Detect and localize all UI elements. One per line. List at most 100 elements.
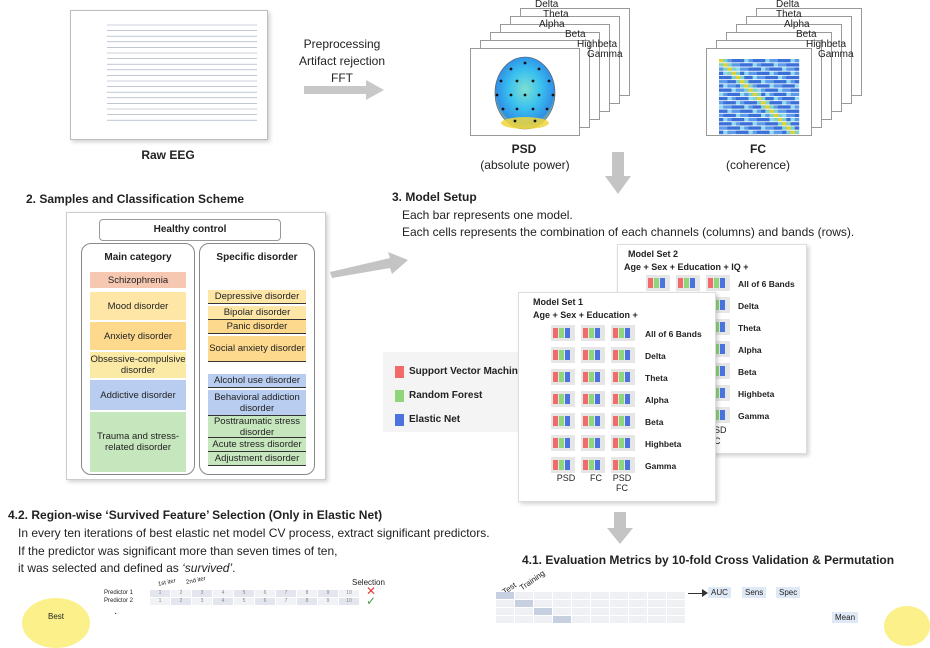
model-bar xyxy=(565,328,570,338)
model-set-1-subtitle: Age + Sex + Education + xyxy=(533,310,638,320)
matrix-cell xyxy=(732,76,736,79)
cv-fold-cell xyxy=(515,600,533,607)
main-category-item: Obsessive-compulsive disorder xyxy=(90,352,186,378)
matrix-cell xyxy=(795,114,799,117)
model-bar xyxy=(559,372,564,382)
matrix-cell xyxy=(774,118,778,121)
matrix-cell xyxy=(778,67,782,70)
matrix-cell xyxy=(791,76,795,79)
matrix-cell xyxy=(761,122,765,125)
matrix-cell xyxy=(770,118,774,121)
model-bar xyxy=(613,394,618,404)
matrix-cell xyxy=(727,59,731,62)
section41-title: 4.1. Evaluation Metrics by 10-fold Cross… xyxy=(522,553,894,567)
predictor-iter-cell: 2 xyxy=(171,590,191,597)
main-category-item: Addictive disorder xyxy=(90,380,186,410)
matrix-cell xyxy=(757,110,761,113)
model-bar xyxy=(720,278,725,288)
down-arrow-to-evaluation xyxy=(606,510,634,546)
matrix-cell xyxy=(748,76,752,79)
cv-fold-cell xyxy=(667,592,685,599)
matrix-cell xyxy=(770,63,774,66)
model-bar xyxy=(553,438,558,448)
matrix-cell xyxy=(774,97,778,100)
matrix-cell xyxy=(774,80,778,83)
matrix-cell xyxy=(770,101,774,104)
matrix-cell xyxy=(786,122,790,125)
matrix-cell xyxy=(795,93,799,96)
cv-fold-cell xyxy=(534,608,552,615)
model-bar xyxy=(583,460,588,470)
model-row-label: All of 6 Bands xyxy=(738,279,795,289)
electrode-dot xyxy=(502,108,505,111)
model-bar xyxy=(625,350,630,360)
model-bar xyxy=(595,372,600,382)
classification-panel: Healthy control Main category Schizophre… xyxy=(66,212,326,480)
permutation-circle xyxy=(884,606,930,646)
cv-fold-cell xyxy=(610,608,628,615)
matrix-cell xyxy=(744,126,748,129)
cv-fold-cell xyxy=(553,600,571,607)
model-set-2-title: Model Set 2 xyxy=(628,249,678,259)
matrix-cell xyxy=(719,59,723,62)
matrix-cell xyxy=(727,101,731,104)
section42-line-3-prefix: it was selected and defined as xyxy=(18,561,182,575)
matrix-cell xyxy=(744,63,748,66)
matrix-cell xyxy=(782,101,786,104)
matrix-cell xyxy=(795,88,799,91)
metric-badge: AUC xyxy=(708,587,731,598)
matrix-cell xyxy=(761,72,765,75)
matrix-cell xyxy=(774,126,778,129)
legend-swatch xyxy=(395,414,404,426)
model-row-label: Highbeta xyxy=(645,439,681,449)
matrix-cell xyxy=(723,105,727,108)
predictor-1-label: Predictor 1 xyxy=(104,590,133,596)
matrix-cell xyxy=(791,101,795,104)
matrix-cell xyxy=(732,110,736,113)
matrix-cell xyxy=(795,131,799,134)
specific-disorder-item: Posttraumatic stress disorder xyxy=(208,416,306,438)
matrix-cell xyxy=(740,84,744,87)
cv-fold-cell xyxy=(496,592,514,599)
matrix-cell xyxy=(740,126,744,129)
matrix-cell xyxy=(774,122,778,125)
matrix-cell xyxy=(765,67,769,70)
matrix-cell xyxy=(727,131,731,134)
model-set-1-title: Model Set 1 xyxy=(533,297,583,307)
electrode-dot xyxy=(516,80,519,83)
matrix-cell xyxy=(761,88,765,91)
specific-disorder-header: Specific disorder xyxy=(200,252,314,263)
matrix-cell xyxy=(753,80,757,83)
matrix-cell xyxy=(791,114,795,117)
electrode-dot xyxy=(552,94,555,97)
matrix-cell xyxy=(727,122,731,125)
matrix-cell xyxy=(765,122,769,125)
model-bar xyxy=(565,372,570,382)
matrix-cell xyxy=(786,93,790,96)
matrix-cell xyxy=(757,59,761,62)
matrix-cell xyxy=(786,101,790,104)
matrix-cell xyxy=(723,76,727,79)
psd-label: PSD xyxy=(470,142,578,156)
model-bar xyxy=(553,416,558,426)
matrix-cell xyxy=(770,93,774,96)
matrix-cell xyxy=(774,67,778,70)
specific-disorder-item: Panic disorder xyxy=(208,320,306,334)
model-row-label: Beta xyxy=(645,417,663,427)
matrix-cell xyxy=(757,122,761,125)
model-bar xyxy=(589,328,594,338)
model-bar xyxy=(625,438,630,448)
matrix-cell xyxy=(732,67,736,70)
matrix-cell xyxy=(761,67,765,70)
model-bar xyxy=(565,394,570,404)
metric-badge: Sens xyxy=(742,587,766,598)
matrix-cell xyxy=(732,93,736,96)
metric-badge: Spec xyxy=(776,587,800,598)
model-bar xyxy=(553,372,558,382)
matrix-cell xyxy=(723,72,727,75)
matrix-cell xyxy=(736,59,740,62)
matrix-cell xyxy=(736,72,740,75)
matrix-cell xyxy=(774,63,778,66)
model-bar xyxy=(625,394,630,404)
matrix-cell xyxy=(782,131,786,134)
